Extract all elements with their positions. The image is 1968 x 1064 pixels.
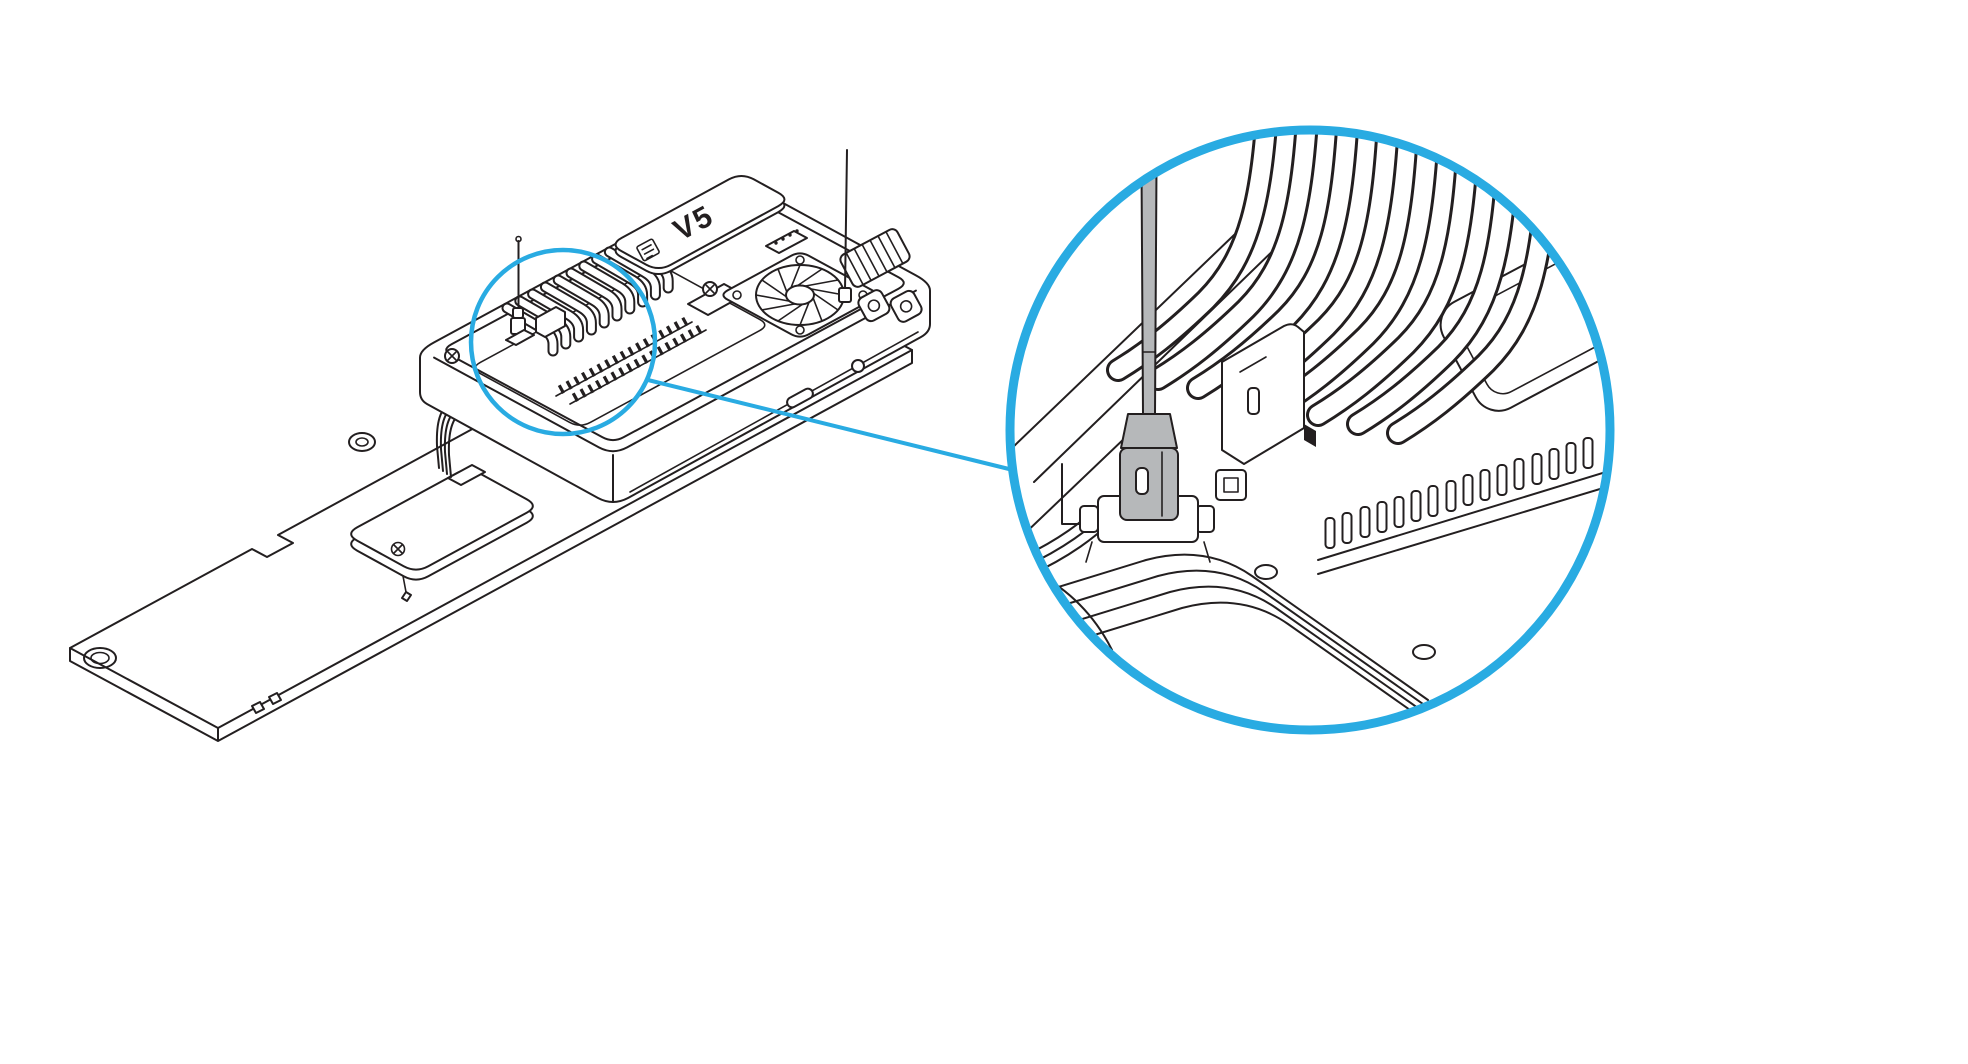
gps-module-screw bbox=[390, 541, 406, 557]
gps-module-pin bbox=[401, 575, 412, 602]
sd-card bbox=[535, 306, 566, 338]
usb-port bbox=[786, 387, 814, 409]
zoom-sd-card bbox=[1221, 323, 1316, 465]
zoom-card-clip bbox=[1304, 424, 1316, 447]
zoom-hole-2 bbox=[1412, 644, 1436, 660]
zoom-pin-header bbox=[1317, 437, 1606, 575]
carrier-board-thickness-edge bbox=[69, 349, 913, 742]
zoom-small-connector bbox=[1215, 469, 1247, 501]
pin-header-rows bbox=[555, 316, 707, 405]
gps-module bbox=[350, 464, 534, 602]
antenna-ports bbox=[857, 289, 923, 323]
gps-module-connector bbox=[447, 464, 486, 486]
cooling-fan bbox=[722, 252, 878, 338]
fan-blades bbox=[755, 264, 845, 326]
magnifier-detail bbox=[1005, 125, 1615, 735]
fan-hub bbox=[785, 284, 815, 306]
board-standoff bbox=[348, 432, 376, 452]
zoom-hole-1 bbox=[1254, 564, 1278, 580]
callout-source-circle bbox=[468, 247, 658, 437]
brand-logo-icon bbox=[636, 238, 660, 262]
antenna-mast bbox=[505, 235, 535, 346]
main-unit: V5 bbox=[419, 149, 931, 503]
top-screws bbox=[444, 281, 718, 364]
v5-module-plate: V5 bbox=[614, 174, 786, 276]
main-unit-top-face-near-edges bbox=[433, 289, 917, 453]
zoom-antenna-mast bbox=[1140, 134, 1158, 415]
rear-antenna-mast bbox=[838, 149, 852, 303]
board-edge-notches bbox=[251, 692, 282, 714]
callout-leader-line bbox=[647, 378, 1014, 472]
magnifier-circle bbox=[1005, 125, 1615, 735]
board-mount-hole bbox=[83, 647, 117, 669]
zoom-antenna-plug bbox=[1119, 413, 1179, 521]
rear-heatsink-block bbox=[839, 228, 911, 288]
jack-port bbox=[851, 359, 865, 373]
four-pin-connector bbox=[765, 229, 808, 254]
